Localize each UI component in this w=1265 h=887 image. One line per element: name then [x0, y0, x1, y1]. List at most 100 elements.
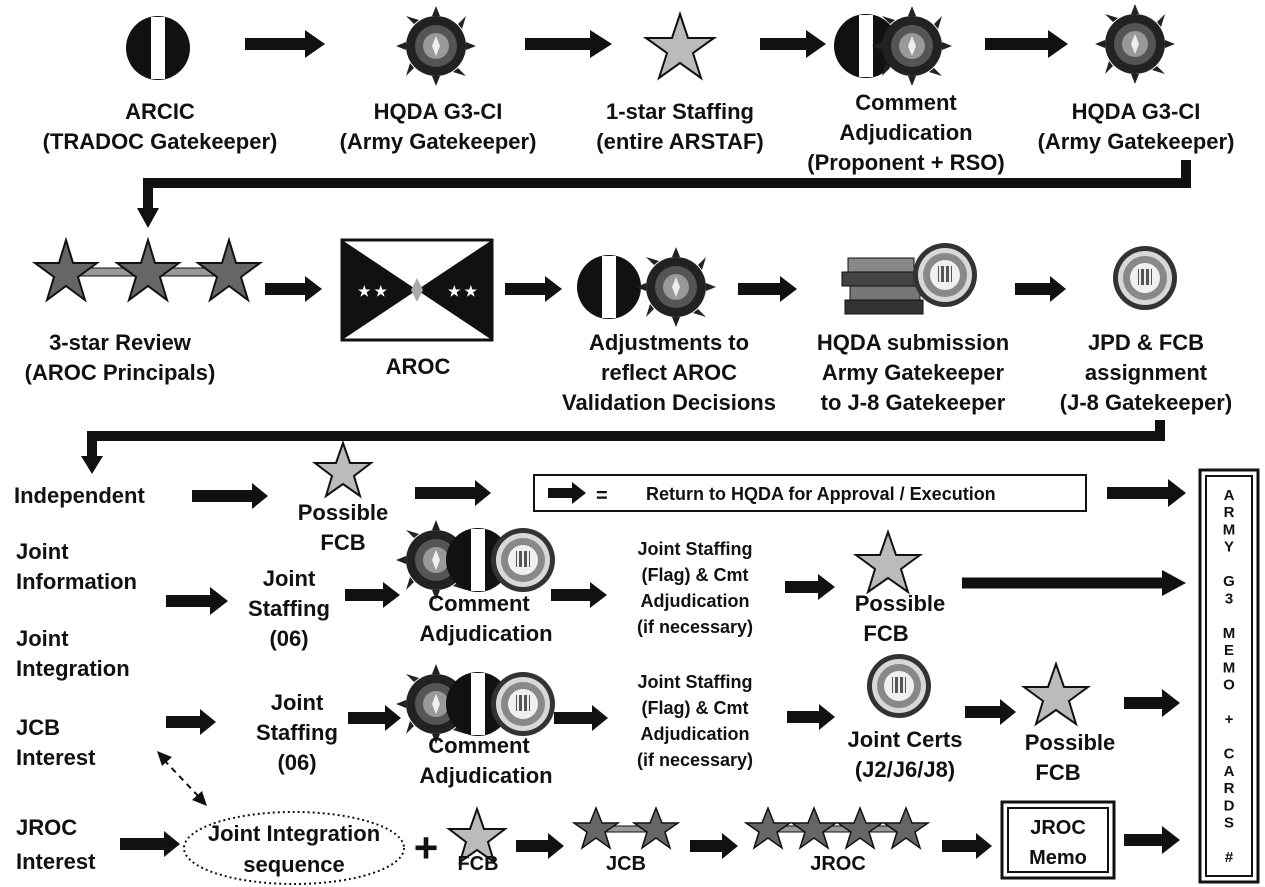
tradoc-shield-icon	[577, 255, 641, 319]
star-icon	[446, 805, 508, 865]
jpd-fcb-line1: JPD & FCB	[1088, 330, 1204, 355]
hqda-g3ci-subtitle-2: (Army Gatekeeper)	[1038, 129, 1235, 154]
books-icon	[841, 257, 924, 315]
arrow-right-icon	[787, 704, 835, 730]
joint-integration-sequence-line2: sequence	[243, 852, 345, 877]
possible-fcb-line1: Possible	[298, 500, 388, 525]
plus-sign: +	[414, 824, 439, 871]
possible-fcb-c-line2: FCB	[1035, 760, 1080, 785]
comment-adjudication-line2: Adjudication	[839, 120, 972, 145]
svg-text:★ ★: ★ ★	[448, 283, 477, 299]
joint-staffing-flag-line2: (Flag) & Cmt	[642, 565, 749, 585]
arrow-right-icon	[942, 833, 992, 859]
arrowhead-icon	[192, 791, 207, 806]
joint-integration-sequence-ellipse	[183, 811, 405, 885]
possible-fcb-c-line1: Possible	[1025, 730, 1115, 755]
joint-staffing-06b-line2: Staffing	[256, 720, 338, 745]
army-g3-memo-letter: 3	[1225, 590, 1233, 607]
legend-text: Return to HQDA for Approval / Execution	[646, 484, 996, 504]
aroc-label: AROC	[386, 354, 451, 379]
arrow-right-icon	[348, 705, 401, 731]
arrowhead-icon	[157, 751, 172, 766]
army-g3-memo-letter: G	[1223, 573, 1235, 590]
joint-integration-sequence-line1: Joint Integration	[208, 821, 380, 846]
two-star-icon	[571, 805, 681, 850]
comment-adjudication-b-line1: Comment	[428, 733, 530, 758]
arrow-right-icon	[192, 483, 268, 509]
arrow-right-icon	[554, 705, 608, 731]
jroc-memo-line1: JROC	[1030, 817, 1086, 839]
fcb-label: FCB	[457, 853, 498, 875]
jroc-memo-line2: Memo	[1029, 847, 1087, 869]
hqda-submission-line3: to J-8 Gatekeeper	[821, 390, 1006, 415]
joint-chiefs-seal-icon	[912, 242, 978, 308]
hqda-submission-line1: HQDA submission	[817, 330, 1009, 355]
possible-fcb-line2: FCB	[320, 530, 365, 555]
joint-staffing-06b-line3: (06)	[277, 750, 316, 775]
connector-line	[87, 420, 1165, 460]
army-g3-memo-letter: S	[1224, 815, 1234, 832]
army-g3-memo-letter: O	[1223, 677, 1235, 694]
joint-certs-line2: (J2/J6/J8)	[855, 757, 955, 782]
army-g3-memo-letter: M	[1223, 659, 1236, 676]
arrow-right-icon	[690, 833, 738, 859]
legend-equals: =	[596, 485, 608, 507]
army-seal-icon	[1095, 4, 1175, 84]
arrow-right-icon	[345, 582, 400, 608]
joint-staffing-06-line2: Staffing	[248, 596, 330, 621]
svg-text:★ ★: ★ ★	[358, 283, 387, 299]
joint-staffing-06b-line1: Joint	[271, 690, 324, 715]
joint-chiefs-seal-icon	[490, 527, 556, 593]
legend-arrow-icon	[548, 482, 586, 504]
arrow-right-icon	[551, 582, 607, 608]
jroc-label: JROC	[810, 853, 866, 875]
arrow-right-icon	[760, 30, 826, 58]
joint-information-line2: Information	[16, 569, 137, 594]
hqda-g3ci-title: HQDA G3-CI	[374, 99, 503, 124]
jpd-fcb-line3: (J-8 Gatekeeper)	[1060, 390, 1232, 415]
jroc-interest-line1: JROC	[16, 815, 77, 840]
comment-adjudication-b-line2: Adjudication	[419, 763, 552, 788]
army-seal-icon	[636, 247, 716, 327]
joint-chiefs-seal-icon	[1112, 245, 1178, 311]
joint-chiefs-seal-icon	[490, 671, 556, 737]
army-seal-icon	[396, 6, 476, 86]
arrow-right-icon	[1124, 689, 1180, 717]
joint-chiefs-seal-icon	[866, 653, 932, 719]
jroc-memo-box: JROC Memo	[1000, 800, 1116, 880]
arrow-right-icon	[120, 831, 180, 857]
arrow-right-icon	[525, 30, 612, 58]
army-g3-memo-letter: M	[1223, 625, 1236, 642]
arcic-subtitle: (TRADOC Gatekeeper)	[43, 129, 278, 154]
arrow-right-icon	[415, 480, 491, 506]
army-seal-icon	[872, 6, 952, 86]
star-icon	[852, 528, 924, 595]
joint-certs-line1: Joint Certs	[848, 727, 963, 752]
arrow-right-icon	[1015, 276, 1066, 302]
joint-staffing-flag-line3: Adjudication	[641, 591, 750, 611]
arrow-right-icon	[738, 276, 797, 302]
possible-fcb-b-line2: FCB	[863, 621, 908, 646]
joint-integration-line2: Integration	[16, 656, 130, 681]
three-star-review-subtitle: (AROC Principals)	[25, 360, 216, 385]
jroc-interest-line2: Interest	[16, 849, 96, 874]
joint-staffing-flag-b-line2: (Flag) & Cmt	[642, 698, 749, 718]
army-g3-memo-letter: A	[1224, 763, 1235, 780]
independent-label: Independent	[14, 483, 145, 508]
arcic-title: ARCIC	[125, 99, 195, 124]
arrow-right-icon	[965, 699, 1016, 725]
one-star-staffing-title: 1-star Staffing	[606, 99, 754, 124]
army-g3-memo-letter: E	[1224, 642, 1234, 659]
arrow-right-icon	[1124, 826, 1180, 854]
arrow-right-icon	[985, 30, 1068, 58]
three-star-icon	[31, 236, 264, 303]
hqda-submission-line2: Army Gatekeeper	[822, 360, 1005, 385]
army-g3-memo-letter: D	[1224, 797, 1235, 814]
joint-staffing-flag-line1: Joint Staffing	[638, 539, 753, 559]
joint-staffing-06-line3: (06)	[269, 626, 308, 651]
joint-staffing-06-line1: Joint	[263, 566, 316, 591]
arrow-right-icon	[245, 30, 325, 58]
jcb-label: JCB	[606, 853, 646, 875]
arrow-right-icon	[505, 276, 562, 302]
